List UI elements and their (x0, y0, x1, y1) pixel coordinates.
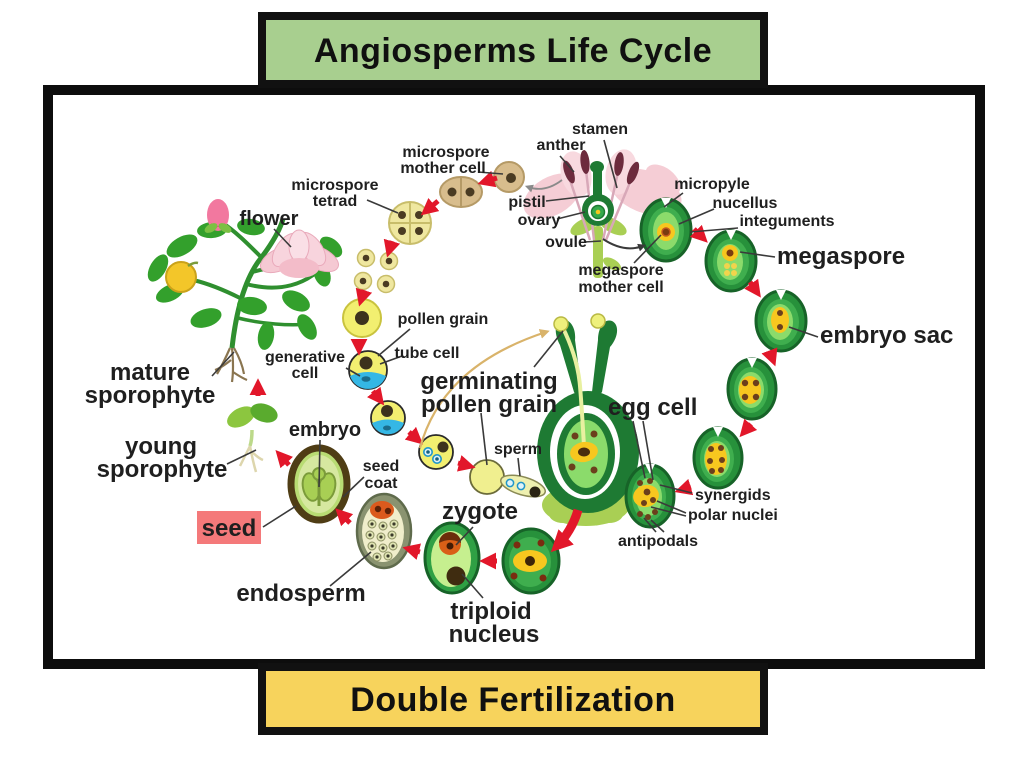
ovule-mature-embryo-sac (624, 463, 676, 529)
label-young-sporophyte-2: sporophyte (97, 456, 228, 483)
header-banner: Angiosperms Life Cycle (258, 12, 768, 88)
label-generative-cell-1: generative (265, 349, 345, 366)
label-synergids: synergids (695, 487, 771, 504)
label-young-sporophyte-1: young (125, 433, 197, 460)
pollen-with-sperm-cells (418, 434, 454, 470)
footer-title: Double Fertilization (350, 681, 675, 719)
zygote-ovule (423, 521, 481, 595)
pistil-with-pollen-tube (537, 313, 639, 526)
pointer-lines (211, 139, 819, 599)
pollen-to-stigma-arrow (418, 329, 550, 449)
label-seed-coat-2: coat (365, 475, 399, 492)
label-generative-cell-2: cell (292, 365, 319, 382)
label-triploid-nucleus-2: nucleus (449, 621, 540, 648)
label-zygote: zygote (442, 498, 518, 525)
ovule-eight-nuclei (692, 426, 744, 490)
label-germinating-pollen-grain-2: pollen grain (421, 391, 557, 418)
label-flower: flower (240, 208, 299, 230)
label-endosperm: endosperm (236, 580, 365, 607)
label-microspore-mother-cell-2: mother cell (400, 160, 485, 177)
cycle-arrows (249, 170, 778, 570)
label-mature-sporophyte-1: mature (110, 359, 190, 386)
ovule-megaspore-mother-cell (639, 197, 693, 263)
two-celled-pollen-grain-2 (370, 400, 406, 436)
microspore-mother-cell-stage (493, 161, 525, 193)
label-stamen: stamen (572, 121, 628, 138)
label-triploid-nucleus-1: triploid (450, 598, 531, 625)
label-micropyle: micropyle (674, 176, 750, 193)
ovule-to-ovule-chain-arrow (602, 238, 647, 252)
label-egg-cell: egg cell (608, 394, 697, 421)
fruit (165, 261, 199, 293)
fertilized-ovule (501, 527, 561, 595)
label-sperm: sperm (494, 441, 542, 458)
label-seed-coat-1: seed (363, 458, 399, 475)
ovule-megaspore (704, 229, 758, 293)
young-sporophyte-seedling (227, 403, 278, 473)
label-polar-nuclei: polar nuclei (688, 507, 778, 524)
microspore-tetrad-stage (388, 201, 432, 245)
label-microspore-mother-cell-1: microspore (402, 144, 489, 161)
label-microspore-tetrad-2: tetrad (313, 193, 357, 210)
two-celled-pollen-grain (348, 350, 388, 390)
label-microspore-tetrad-1: microspore (291, 177, 378, 194)
label-megaspore-mother-cell-1: megaspore (578, 262, 663, 279)
label-pollen-grain: pollen grain (398, 311, 489, 328)
label-antipodals: antipodals (618, 533, 698, 550)
seed-tag: seed (197, 511, 261, 544)
label-integuments: integuments (739, 213, 834, 230)
footer-banner: Double Fertilization (258, 663, 768, 735)
label-seed: seed (202, 515, 257, 542)
pollen-grain-stage (342, 298, 382, 338)
anther-to-microspore-arrow (524, 179, 563, 193)
header-title: Angiosperms Life Cycle (314, 32, 712, 70)
ovule-embryo-sac (754, 289, 808, 353)
label-mature-sporophyte-2: sporophyte (85, 382, 216, 409)
ovule-four-nuclei (726, 357, 778, 421)
mature-sporophyte-plant (147, 199, 343, 383)
endosperm-ovule (355, 492, 413, 570)
label-anther: anther (537, 137, 586, 154)
label-megaspore-mother-cell-2: mother cell (578, 279, 663, 296)
label-ovule: ovule (545, 234, 587, 251)
label-tube-cell: tube cell (395, 345, 460, 362)
label-germinating-pollen-grain-1: germinating (420, 368, 557, 395)
label-embryo-sac: embryo sac (820, 322, 953, 349)
flower-bud (204, 199, 232, 233)
label-nucellus: nucellus (713, 195, 778, 212)
dividing-microspore-stage (439, 176, 483, 208)
label-ovary: ovary (518, 212, 561, 229)
flower-cross-section (523, 149, 682, 278)
pink-flower (260, 229, 339, 278)
label-embryo: embryo (289, 419, 361, 441)
label-pistil: pistil (508, 194, 545, 211)
label-megaspore: megaspore (777, 243, 905, 270)
